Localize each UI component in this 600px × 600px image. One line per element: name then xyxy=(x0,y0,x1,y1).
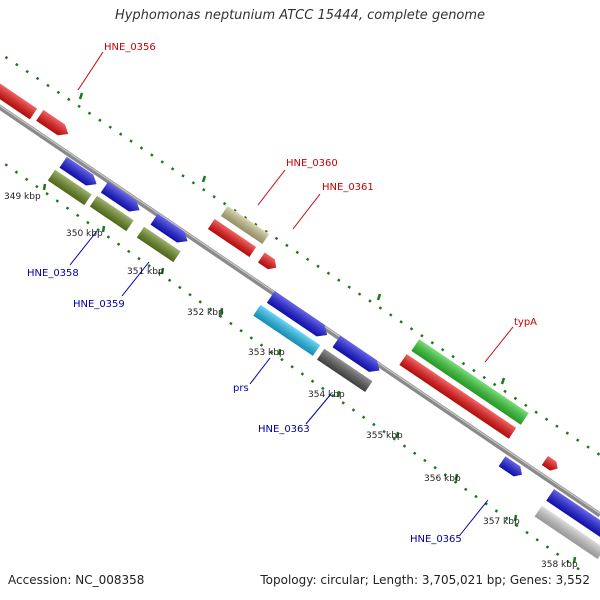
tick-label: 350 kbp xyxy=(66,229,103,239)
gene-olive-1[interactable] xyxy=(47,169,92,206)
tick-label: 352 kbp xyxy=(187,308,224,318)
gene-hne0356-outer[interactable] xyxy=(0,80,38,120)
inner-dotted-ring xyxy=(0,158,581,572)
gene-hne0359[interactable] xyxy=(136,226,181,263)
gene-red-small-right[interactable] xyxy=(541,455,561,474)
gene-prs[interactable] xyxy=(253,304,321,356)
gene-label[interactable]: HNE_0363 xyxy=(258,424,310,435)
gene-label[interactable]: HNE_0360 xyxy=(286,158,338,169)
leader-lines xyxy=(69,51,514,536)
tick-label: 354 kbp xyxy=(308,390,345,400)
gene-label[interactable]: HNE_0359 xyxy=(73,299,125,310)
gene-label[interactable]: HNE_0361 xyxy=(322,182,374,193)
gene-blue-right[interactable] xyxy=(546,489,600,541)
gene-hne0356-arrow[interactable] xyxy=(36,109,71,140)
tick-label: 356 kbp xyxy=(424,474,461,484)
gene-blue-5[interactable] xyxy=(332,335,384,377)
gene-hne0361-small[interactable] xyxy=(258,252,280,273)
genome-summary-text: Topology: circular; Length: 3,705,021 bp… xyxy=(260,573,590,587)
gene-label[interactable]: HNE_0358 xyxy=(27,268,79,279)
gene-blue-2[interactable] xyxy=(100,181,143,216)
tick-label: 353 kbp xyxy=(248,348,285,358)
gene-label[interactable]: HNE_0356 xyxy=(104,42,156,53)
tick-label: 358 kbp xyxy=(541,560,578,570)
gene-blue-4[interactable] xyxy=(266,291,331,341)
gene-label[interactable]: HNE_0365 xyxy=(410,534,462,545)
tick-label: 357 kbp xyxy=(483,517,520,527)
outer-major-ticks xyxy=(78,92,506,385)
tick-label: 355 kbp xyxy=(366,431,403,441)
outer-dotted-ring xyxy=(0,51,600,457)
accession-text: Accession: NC_008358 xyxy=(8,573,145,587)
gene-hne0358[interactable] xyxy=(89,195,134,232)
gene-label[interactable]: typA xyxy=(514,317,537,328)
map-title: Hyphomonas neptunium ATCC 15444, complet… xyxy=(114,8,486,23)
gene-hne0361-large[interactable] xyxy=(207,219,257,257)
gene-hne0360[interactable] xyxy=(220,206,270,244)
inner-major-ticks xyxy=(42,183,577,564)
gene-blue-3[interactable] xyxy=(150,213,191,247)
gene-blue-1[interactable] xyxy=(59,156,100,190)
gene-typa-red[interactable] xyxy=(399,354,517,439)
gene-label[interactable]: prs xyxy=(233,383,249,394)
gene-features xyxy=(0,80,600,560)
tick-label: 351 kbp xyxy=(127,267,164,277)
tick-labels: 349 kbp 350 kbp 351 kbp 352 kbp 353 kbp … xyxy=(4,192,578,570)
gene-hne0363[interactable] xyxy=(317,348,373,393)
gene-typa-green[interactable] xyxy=(411,339,529,425)
gene-labels: HNE_0356 HNE_0360 HNE_0361 typA HNE_0358… xyxy=(27,42,537,545)
gene-hne0365[interactable] xyxy=(534,505,600,560)
tick-label: 349 kbp xyxy=(4,192,41,202)
gene-blue-small[interactable] xyxy=(498,456,526,479)
